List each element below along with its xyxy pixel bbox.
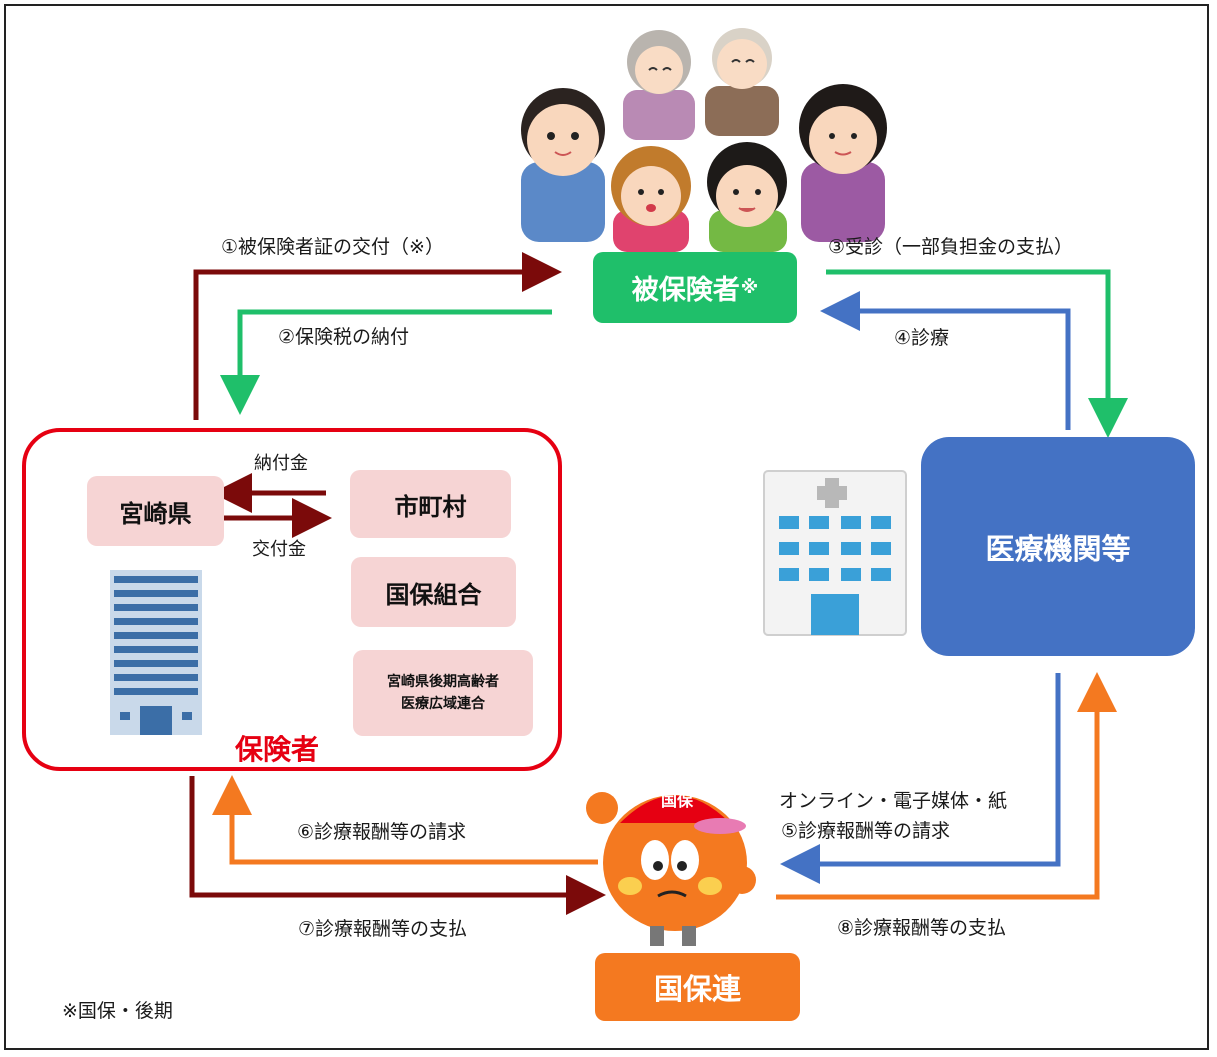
arrow-f5 [780,673,1061,884]
arrow-f7 [189,776,606,915]
flow-label-f3: ③受診（一部負担金の支払） [828,236,1074,258]
flow-label-f1: ①被保険者証の交付（※） [221,236,444,258]
payment-label: 納付金 [254,453,308,474]
father-icon [521,88,605,242]
flow-label-f7: ⑦診療報酬等の支払 [298,918,468,940]
footnote: ※国保・後期 [62,1000,173,1022]
girl-icon [611,146,691,252]
prefecture-label: 宮崎県 [119,499,192,528]
arrow-f2 [220,309,552,415]
flow-label-f5: ⑤診療報酬等の請求 [781,820,951,842]
boy-icon [707,142,787,252]
municipality-node: 市町村 [350,470,511,538]
mascot-cap-text: 国保 [661,791,694,810]
municipality-label: 市町村 [394,492,467,521]
flow-label-f5-medium: オンライン・電子媒体・紙 [779,790,1008,812]
insured-footnote-mark: ※ [740,277,759,298]
federation-node: 国保連 [595,953,800,1021]
insured-node: 被保険者※ [593,252,797,323]
kouki-union-label-line1: 宮崎県後期高齢者 [387,673,499,690]
diagram-frame [4,4,1209,1050]
kokuho-union-label: 国保組合 [385,580,482,609]
arrow-f3 [826,269,1128,438]
mother-icon [799,84,887,242]
flow-label-f6: ⑥診療報酬等の請求 [297,821,467,843]
prefecture-node: 宮崎県 [87,476,224,546]
kokuho-mascot-icon: 国保 [586,791,756,946]
grant-label: 交付金 [252,539,306,560]
insurer-group-label: 保険者 [235,733,320,766]
arrow-f6 [212,775,598,865]
insurer-group [22,428,562,771]
flow-label-f4: ④診療 [894,327,950,349]
arrow-f8 [776,672,1117,900]
federation-label: 国保連 [653,972,741,1006]
hospital-building-icon [763,470,907,636]
insured-label: 被保険者 [631,275,740,306]
medical-institution-node: 医療機関等 [921,437,1195,656]
elderly-woman-icon [623,30,695,140]
office-building-icon [110,570,202,735]
insured-people-illustration [521,28,887,252]
kokuho-union-node: 国保組合 [351,557,516,627]
kouki-union-node: 宮崎県後期高齢者 医療広域連合 [353,650,533,736]
kouki-union-label-line2: 医療広域連合 [401,696,485,712]
elderly-man-icon [705,28,779,136]
flow-label-f2: ②保険税の納付 [278,326,410,348]
medical-institution-label: 医療機関等 [985,531,1131,566]
arrow-f4 [820,291,1071,430]
flow-label-f8: ⑧診療報酬等の支払 [837,917,1007,939]
arrow-f1 [193,252,562,420]
